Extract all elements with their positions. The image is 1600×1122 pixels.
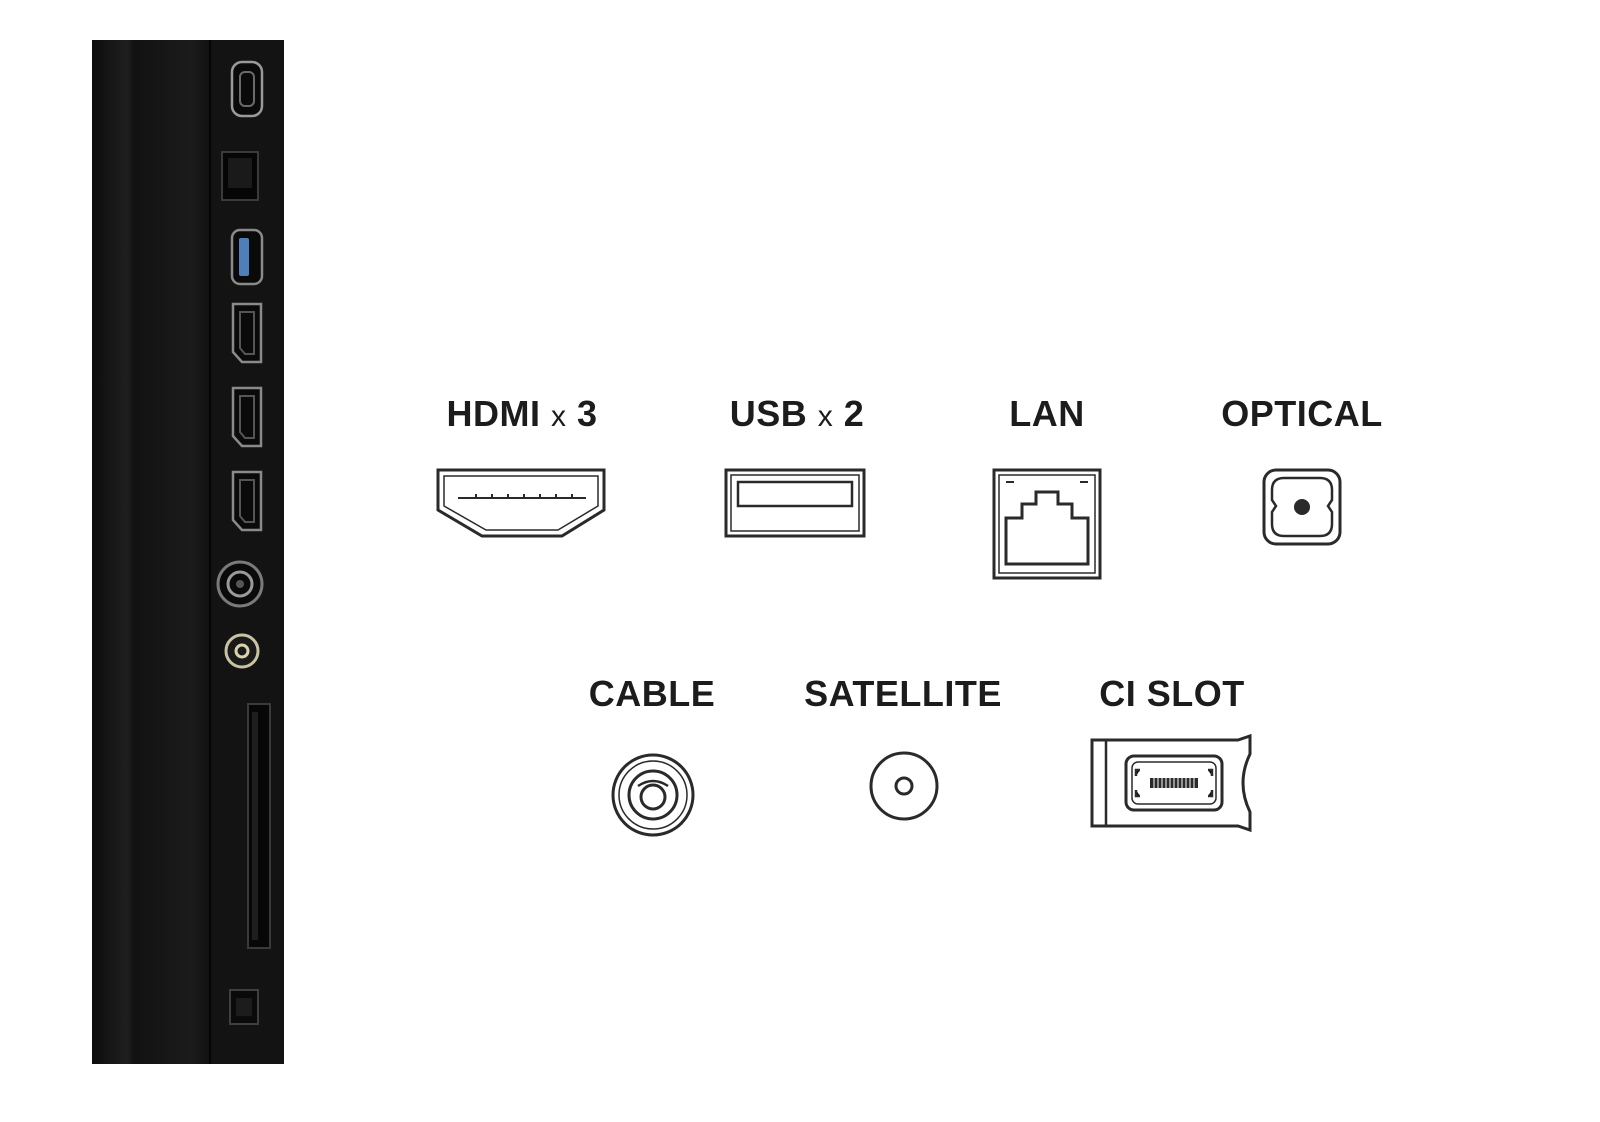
- hdmi-label-name: HDMI: [446, 393, 541, 434]
- panel-port-ci-slot: [247, 703, 271, 949]
- panel-port-lan: [221, 151, 259, 201]
- usb-label: USB x 2: [730, 396, 865, 432]
- panel-port-hdmi-2: [231, 386, 263, 448]
- usb-label-name: USB: [729, 393, 808, 434]
- lan-label: LAN: [1009, 393, 1085, 434]
- usb-port-icon: [724, 468, 866, 538]
- tv-side-panel-icon: [92, 40, 284, 1064]
- panel-port-optical: [229, 989, 259, 1025]
- hdmi-label: HDMI x 3: [446, 396, 597, 432]
- hdmi-port-icon: [436, 468, 608, 540]
- optical-label: OPTICAL: [1221, 393, 1383, 434]
- cable-label: CABLE: [588, 673, 716, 714]
- usb-label-times: x: [817, 400, 834, 433]
- hdmi-label-count: 3: [577, 393, 598, 434]
- cable-antenna-port-icon: [610, 752, 696, 838]
- satellite-label: SATELLITE: [804, 673, 1002, 714]
- panel-port-usb-blue: [230, 228, 264, 286]
- panel-port-cable: [216, 560, 264, 608]
- panel-port-hdmi-1: [231, 302, 263, 364]
- lan-port-icon: [992, 468, 1102, 580]
- satellite-port-icon: [868, 750, 940, 822]
- hdmi-label-times: x: [550, 400, 567, 433]
- optical-port-icon: [1262, 468, 1342, 546]
- panel-port-hdmi-3: [231, 470, 263, 532]
- usb-label-count: 2: [843, 393, 865, 434]
- ci-slot-icon: [1090, 733, 1252, 833]
- panel-port-usb-top: [230, 60, 264, 118]
- ci-slot-label: CI SLOT: [1099, 673, 1245, 714]
- panel-port-satellite: [224, 633, 260, 669]
